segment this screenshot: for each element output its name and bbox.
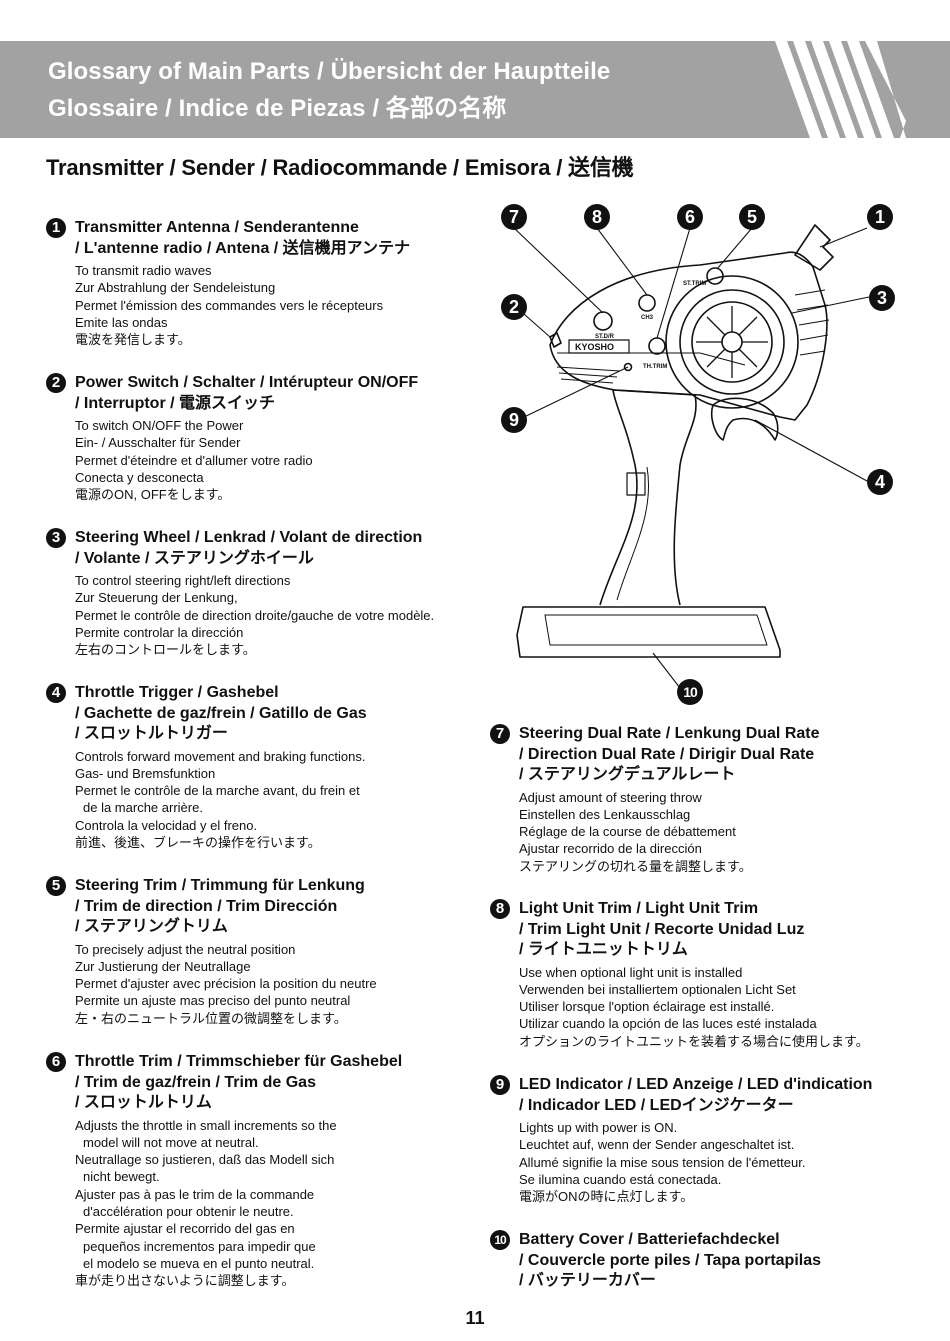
callout-6: 6 — [677, 204, 703, 230]
entry-description: To transmit radio waves Zur Abstrahlung … — [75, 263, 384, 348]
number-badge: 2 — [46, 373, 66, 393]
entry-description: Use when optional light unit is installe… — [519, 964, 869, 1049]
entry-description: To precisely adjust the neutral position… — [75, 941, 377, 1026]
entry-description: To switch ON/OFF the Power Ein- / Aussch… — [75, 418, 313, 503]
number-badge: 7 — [490, 724, 510, 744]
callout-7: 7 — [501, 204, 527, 230]
knob-label-ch3: CH3 — [641, 315, 654, 321]
transmitter-body — [549, 251, 828, 421]
page-number: 11 — [465, 1308, 485, 1328]
entry-description: Controls forward movement and braking fu… — [75, 748, 366, 850]
entry-description: Adjust amount of steering throw Einstell… — [519, 789, 752, 874]
callout-1: 1 — [867, 204, 893, 230]
banner-stripes-graphic — [775, 41, 906, 138]
entry-10: 10 Battery Cover / Batteriefachdeckel / … — [490, 1230, 930, 1292]
throttle-trigger-shape — [710, 397, 779, 441]
header-title-line2: Glossaire / Indice de Piezas / 各部の名称 — [48, 95, 507, 122]
section-title: Transmitter / Sender / Radiocommande / E… — [46, 155, 634, 180]
callout-5: 5 — [739, 204, 765, 230]
entry-heading: Battery Cover / Batteriefachdeckel / Cou… — [519, 1231, 822, 1289]
header-banner: Glossary of Main Parts / Übersicht der H… — [0, 41, 950, 138]
callout-3: 3 — [869, 285, 895, 311]
entry-4: 4 Throttle Trigger / Gashebel / Gachette… — [46, 683, 486, 851]
number-badge: 3 — [46, 528, 66, 548]
entry-description: Adjusts the throttle in small increments… — [75, 1117, 337, 1289]
entry-heading: LED Indicator / LED Anzeige / LED d'indi… — [519, 1076, 873, 1114]
entry-heading: Light Unit Trim / Light Unit Trim / Trim… — [519, 900, 805, 958]
st-dr-knob — [593, 311, 613, 331]
entry-heading: Transmitter Antenna / Senderantenne / L'… — [75, 219, 411, 257]
led-indicator-dot — [623, 362, 633, 372]
number-badge: 6 — [46, 1052, 66, 1072]
entry-3: 3 Steering Wheel / Lenkrad / Volant de d… — [46, 528, 486, 658]
entry-1: 1 Transmitter Antenna / Senderantenne / … — [46, 218, 486, 348]
header-title-line1: Glossary of Main Parts / Übersicht der H… — [48, 58, 611, 85]
entry-8: 8 Light Unit Trim / Light Unit Trim / Tr… — [490, 899, 930, 1050]
power-switch-shape — [549, 332, 562, 348]
number-badge: 1 — [46, 218, 66, 238]
callout-9: 9 — [501, 407, 527, 433]
th-trim-knob — [648, 337, 666, 355]
entry-heading: Steering Trim / Trimmung für Lenkung / T… — [75, 877, 365, 935]
number-badge: 4 — [46, 683, 66, 703]
brand-text: KYOSHO — [575, 342, 614, 352]
steering-wheel-outer — [665, 275, 799, 409]
transmitter-base — [516, 606, 781, 658]
ch3-knob — [638, 294, 656, 312]
entry-heading: Throttle Trim / Trimmschieber für Gasheb… — [75, 1053, 403, 1111]
number-badge: 8 — [490, 899, 510, 919]
entry-heading: Power Switch / Schalter / Intérupteur ON… — [75, 374, 419, 412]
entry-heading: Steering Wheel / Lenkrad / Volant de dir… — [75, 529, 423, 567]
entry-2: 2 Power Switch / Schalter / Intérupteur … — [46, 373, 486, 503]
knob-label-st-dr: ST.D/R — [595, 334, 615, 340]
callout-2: 2 — [501, 294, 527, 320]
entry-heading: Throttle Trigger / Gashebel / Gachette d… — [75, 684, 367, 742]
knob-label-th-trim: TH.TRIM — [643, 364, 667, 370]
entry-heading: Steering Dual Rate / Lenkung Dual Rate /… — [519, 725, 820, 783]
entry-description: Lights up with power is ON. Leuchtet auf… — [519, 1120, 806, 1205]
brand-plate — [568, 339, 630, 354]
callout-8: 8 — [584, 204, 610, 230]
entry-6: 6 Throttle Trim / Trimmschieber für Gash… — [46, 1052, 486, 1289]
number-badge: 10 — [490, 1230, 510, 1250]
st-trim-knob — [706, 267, 724, 285]
entry-7: 7 Steering Dual Rate / Lenkung Dual Rate… — [490, 724, 930, 875]
transmitter-drawing: KYOSHO ST.D/R CH3 ST.TRIM TH.TRIM — [513, 224, 870, 689]
transmitter-illustration: KYOSHO ST.D/R CH3 ST.TRIM TH.TRIM 7 8 6 … — [495, 195, 915, 715]
number-badge: 9 — [490, 1075, 510, 1095]
number-badge: 5 — [46, 876, 66, 896]
callout-4: 4 — [867, 469, 893, 495]
entry-description: To control steering right/left direction… — [75, 573, 435, 658]
entry-9: 9 LED Indicator / LED Anzeige / LED d'in… — [490, 1075, 930, 1205]
callout-10: 10 — [677, 679, 703, 705]
knob-label-st-trim: ST.TRIM — [683, 281, 706, 287]
antenna-shape — [794, 224, 834, 271]
entry-5: 5 Steering Trim / Trimmung für Lenkung /… — [46, 876, 486, 1027]
